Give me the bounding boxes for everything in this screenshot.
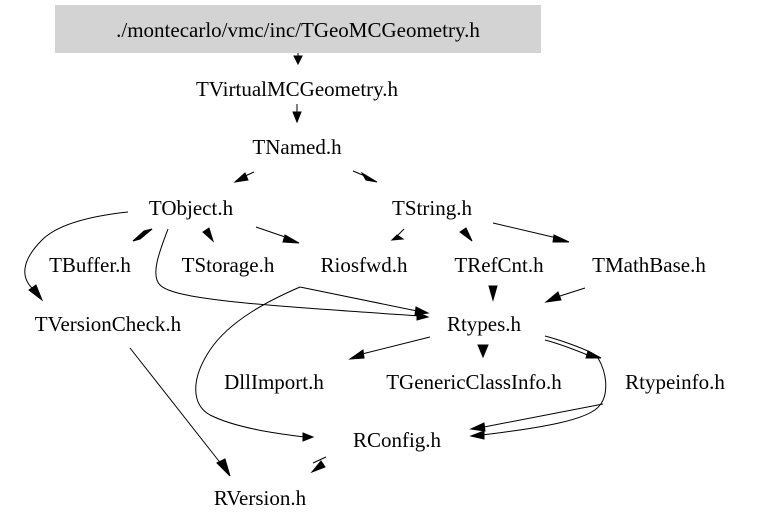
node-dllimport[interactable]: DllImport.h bbox=[224, 370, 324, 394]
edge-tobject-riosfwd bbox=[255, 226, 300, 244]
node-trefcnt[interactable]: TRefCnt.h bbox=[454, 253, 544, 277]
node-tstorage[interactable]: TStorage.h bbox=[182, 253, 275, 277]
arrowhead bbox=[477, 344, 489, 359]
node-tmathbase[interactable]: TMathBase.h bbox=[592, 253, 706, 277]
node-rversion[interactable]: RVersion.h bbox=[214, 486, 307, 510]
arrowhead bbox=[310, 460, 326, 474]
arrowhead bbox=[390, 234, 405, 241]
edge-tstring-tmathbase bbox=[492, 222, 570, 243]
edge-riosfwd-rtypes bbox=[299, 286, 430, 316]
edge-root-tvirtual bbox=[293, 53, 303, 66]
node-root-label: ./montecarlo/vmc/inc/TGeoMCGeometry.h bbox=[116, 18, 480, 42]
edge-rconfig-rversion bbox=[310, 456, 327, 474]
node-riosfwd-label: Riosfwd.h bbox=[321, 253, 408, 277]
edge-tmathbase-rtypes bbox=[544, 287, 586, 303]
node-tstring-label: TString.h bbox=[392, 196, 472, 220]
node-riosfwd[interactable]: Riosfwd.h bbox=[321, 253, 408, 277]
node-rtypes-label: Rtypes.h bbox=[447, 312, 522, 336]
node-tobject[interactable]: TObject.h bbox=[149, 196, 234, 220]
edge-tvirtual-tnamed bbox=[292, 104, 302, 124]
node-root[interactable]: ./montecarlo/vmc/inc/TGeoMCGeometry.h bbox=[55, 5, 541, 53]
arrowhead bbox=[488, 285, 498, 302]
arrowhead bbox=[348, 349, 365, 360]
node-tstring[interactable]: TString.h bbox=[392, 196, 472, 220]
edge-tstring-trefcnt bbox=[459, 227, 473, 242]
node-tnamed-label: TNamed.h bbox=[252, 135, 342, 159]
arrowhead bbox=[293, 55, 303, 66]
node-rtypeinfo-label: Rtypeinfo.h bbox=[625, 370, 725, 394]
node-tnamed[interactable]: TNamed.h bbox=[252, 135, 342, 159]
edge-tstring-riosfwd bbox=[390, 228, 405, 241]
node-rtypeinfo[interactable]: Rtypeinfo.h bbox=[625, 370, 725, 394]
edge-rtypeinfo-rconfig bbox=[469, 403, 604, 432]
node-rversion-label: RVersion.h bbox=[214, 486, 307, 510]
node-tstorage-label: TStorage.h bbox=[182, 253, 275, 277]
edges bbox=[24, 53, 607, 477]
arrowhead bbox=[28, 284, 44, 302]
edge-riosfwd-rconfig bbox=[195, 286, 315, 442]
arrowhead bbox=[459, 227, 473, 242]
edge-trefcnt-rtypes bbox=[488, 285, 498, 302]
edge-tnamed-tstring bbox=[352, 170, 378, 183]
arrowhead bbox=[544, 291, 562, 303]
arrowhead bbox=[414, 306, 430, 316]
arrowhead bbox=[233, 172, 249, 183]
node-tmathbase-label: TMathBase.h bbox=[592, 253, 706, 277]
edge-tobject-tbuffer bbox=[132, 228, 153, 242]
node-dllimport-label: DllImport.h bbox=[224, 370, 324, 394]
node-tversioncheck-label: TVersionCheck.h bbox=[35, 312, 182, 336]
node-tbuffer[interactable]: TBuffer.h bbox=[49, 253, 131, 277]
arrowhead bbox=[469, 430, 485, 440]
arrowhead bbox=[132, 228, 153, 242]
arrowhead bbox=[552, 234, 570, 243]
node-rconfig[interactable]: RConfig.h bbox=[353, 428, 442, 452]
edge-tobject-tversioncheck bbox=[24, 211, 129, 302]
node-tgeneric[interactable]: TGenericClassInfo.h bbox=[386, 370, 562, 394]
arrowhead bbox=[302, 432, 315, 442]
edge-tnamed-tobject bbox=[233, 171, 255, 183]
edge-rtypes-dllimport bbox=[348, 336, 431, 360]
node-rtypes[interactable]: Rtypes.h bbox=[447, 312, 522, 336]
arrowhead bbox=[216, 458, 231, 477]
node-tobject-label: TObject.h bbox=[149, 196, 234, 220]
node-tgeneric-label: TGenericClassInfo.h bbox=[386, 370, 562, 394]
node-tvirtual-label: TVirtualMCGeometry.h bbox=[196, 77, 399, 101]
edge-rtypes-tgeneric bbox=[477, 344, 489, 359]
arrowhead bbox=[469, 422, 486, 432]
arrowhead bbox=[585, 350, 602, 359]
edge-tobject-tstorage bbox=[202, 227, 215, 243]
edge-rtypes-rtypeinfo bbox=[544, 335, 602, 359]
edge-tversioncheck-rversion bbox=[129, 347, 231, 477]
node-rconfig-label: RConfig.h bbox=[353, 428, 442, 452]
arrowhead bbox=[292, 111, 302, 124]
node-root-box bbox=[55, 5, 541, 53]
node-tbuffer-label: TBuffer.h bbox=[49, 253, 131, 277]
arrowhead bbox=[202, 227, 215, 243]
node-trefcnt-label: TRefCnt.h bbox=[454, 253, 544, 277]
node-tvirtual[interactable]: TVirtualMCGeometry.h bbox=[196, 77, 399, 101]
node-tversioncheck[interactable]: TVersionCheck.h bbox=[35, 312, 182, 336]
arrowhead bbox=[360, 171, 378, 183]
edge-rtypes-rconfig bbox=[469, 357, 607, 440]
arrowhead bbox=[282, 234, 300, 244]
